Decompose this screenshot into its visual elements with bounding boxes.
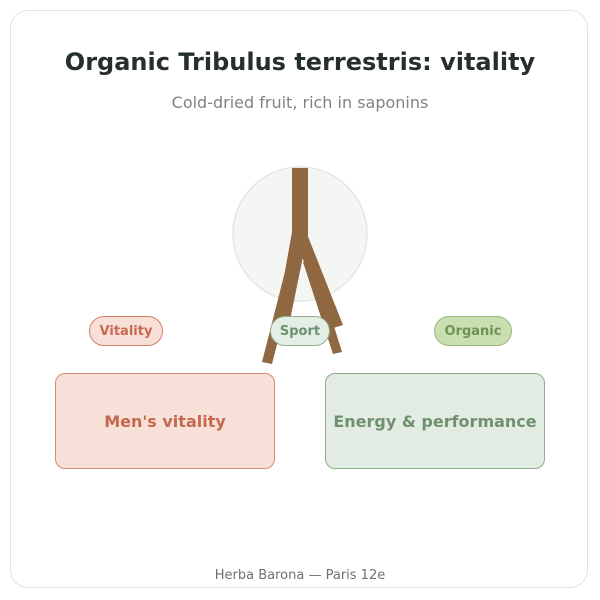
box-energy-performance: Energy & performance — [325, 373, 545, 469]
box-mens-vitality: Men's vitality — [55, 373, 275, 469]
tag-sport: Sport — [270, 316, 330, 346]
tag-vitality: Vitality — [89, 316, 163, 346]
page-subtitle: Cold-dried fruit, rich in saponins — [171, 93, 429, 112]
tag-organic: Organic — [434, 316, 512, 346]
footer-text: Herba Barona — Paris 12e — [214, 568, 386, 583]
page-title: Organic Tribulus terrestris: vitality — [64, 48, 536, 76]
